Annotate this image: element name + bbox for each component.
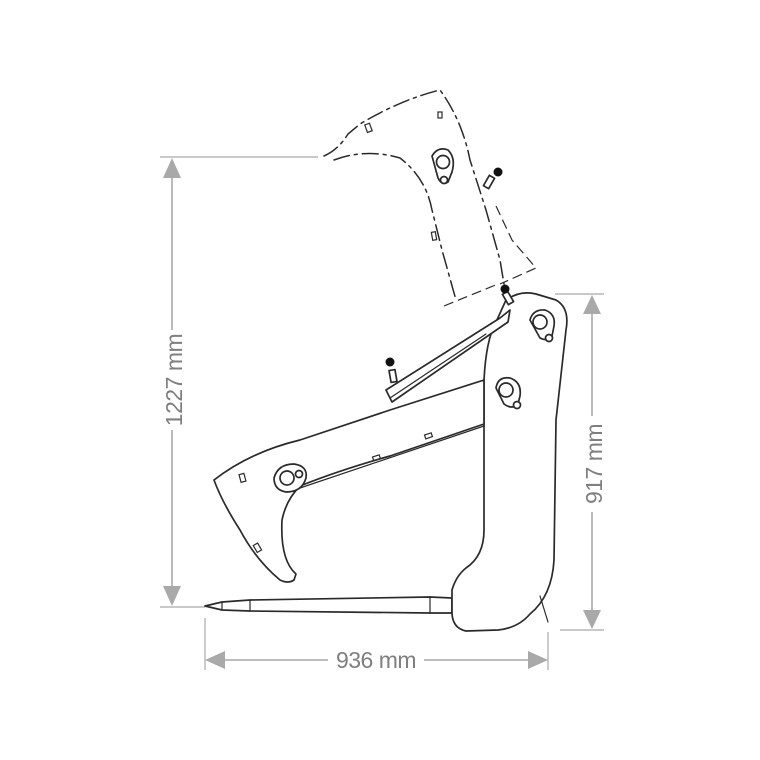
arrow-left-icon: [205, 651, 225, 669]
arm-pivot: [273, 463, 308, 493]
rear-frame: [451, 292, 568, 632]
upper-pivot: [529, 309, 556, 343]
grease-nipple: [385, 357, 398, 384]
open-arm-pivot: [431, 148, 455, 185]
dimension-fork-height: 917 mm: [555, 293, 607, 631]
grease-nipple: [500, 284, 515, 306]
arrow-down-icon: [163, 586, 181, 606]
arrow-up-icon: [163, 158, 181, 178]
dimension-length: 936 mm: [204, 618, 549, 673]
length-label: 936 mm: [336, 647, 416, 673]
fork-height-label: 917 mm: [581, 424, 607, 504]
clamp-arm-closed: [213, 284, 515, 583]
clamp-arm-open: [323, 89, 537, 307]
arrow-down-icon: [583, 610, 601, 629]
grease-nipple: [482, 167, 503, 190]
fork-tine: [204, 596, 453, 614]
arrow-right-icon: [528, 651, 548, 669]
lower-pivot: [495, 376, 522, 410]
dimension-total-height: 1227 mm: [160, 156, 318, 608]
total-height-label: 1227 mm: [161, 334, 187, 426]
arrow-up-icon: [583, 295, 601, 314]
